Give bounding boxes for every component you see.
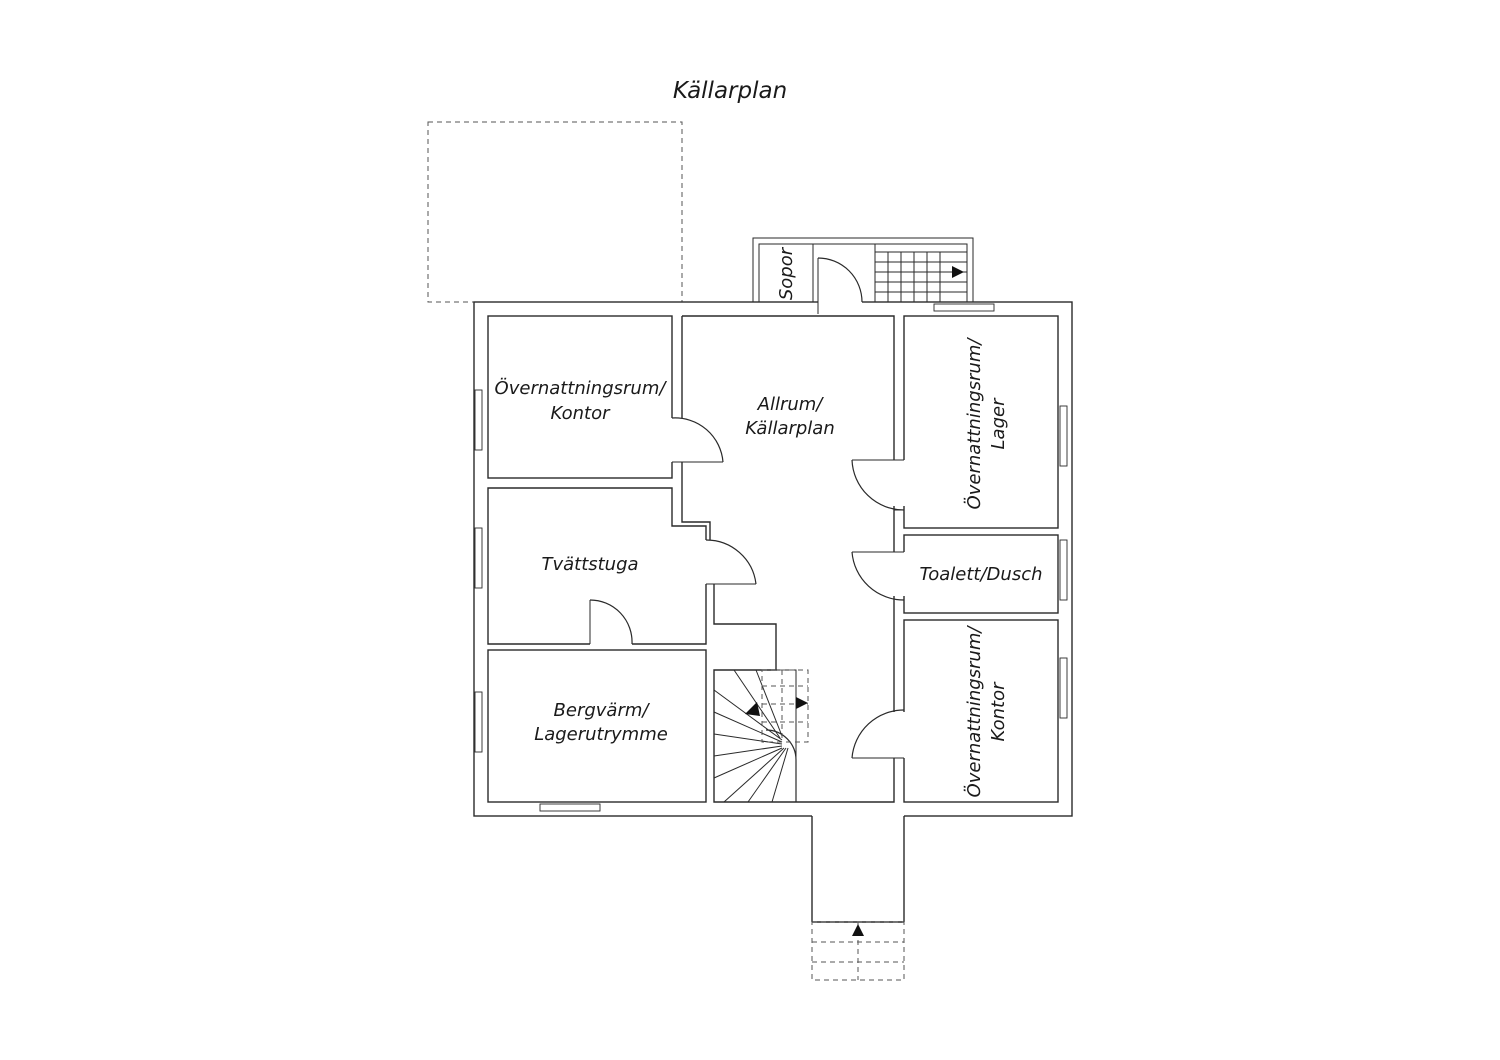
bottom-entrance	[811, 812, 905, 981]
window	[1059, 405, 1068, 467]
window	[474, 527, 483, 589]
room-label: Allrum/	[757, 394, 825, 415]
window	[474, 389, 483, 451]
top-entrance	[752, 237, 974, 314]
window	[1059, 539, 1068, 601]
window	[539, 803, 601, 812]
room-lager-right	[903, 315, 1059, 529]
door	[703, 539, 757, 585]
room-label: Övernattningsrum/	[963, 337, 985, 510]
room-label: Lagerutrymme	[534, 724, 668, 745]
stair-arrow-icon	[796, 697, 808, 709]
room-label: Tvättstuga	[541, 554, 638, 575]
room-label: Kontor	[550, 403, 611, 424]
room-label: Källarplan	[745, 418, 835, 439]
plan-title: Källarplan	[673, 78, 787, 104]
room-label: Toalett/Dusch	[919, 564, 1042, 585]
door	[851, 709, 907, 759]
window	[1059, 657, 1068, 719]
room-tvattstuga	[487, 487, 707, 645]
stair-arrow-icon	[745, 702, 760, 716]
entrance-arrow-icon	[852, 924, 864, 936]
room-label: Bergvärm/	[554, 700, 651, 721]
door	[669, 417, 724, 463]
window	[933, 303, 995, 312]
room-sovrum-kontor-left	[487, 315, 673, 479]
room-label: Övernattningsrum/	[963, 625, 985, 798]
window	[474, 691, 483, 753]
room-bergvarm	[487, 649, 707, 803]
room-label: Kontor	[988, 681, 1009, 742]
door	[589, 599, 633, 647]
room-kontor-right	[903, 619, 1059, 803]
room-label: Lager	[988, 397, 1009, 450]
stair-arrow-icon	[952, 266, 964, 278]
spiral-stair	[713, 669, 809, 803]
door	[851, 459, 907, 511]
room-label-sopor: Sopor	[776, 246, 797, 300]
room-label: Övernattningsrum/	[495, 377, 668, 399]
terrace-outline	[427, 121, 683, 303]
door	[851, 551, 907, 601]
